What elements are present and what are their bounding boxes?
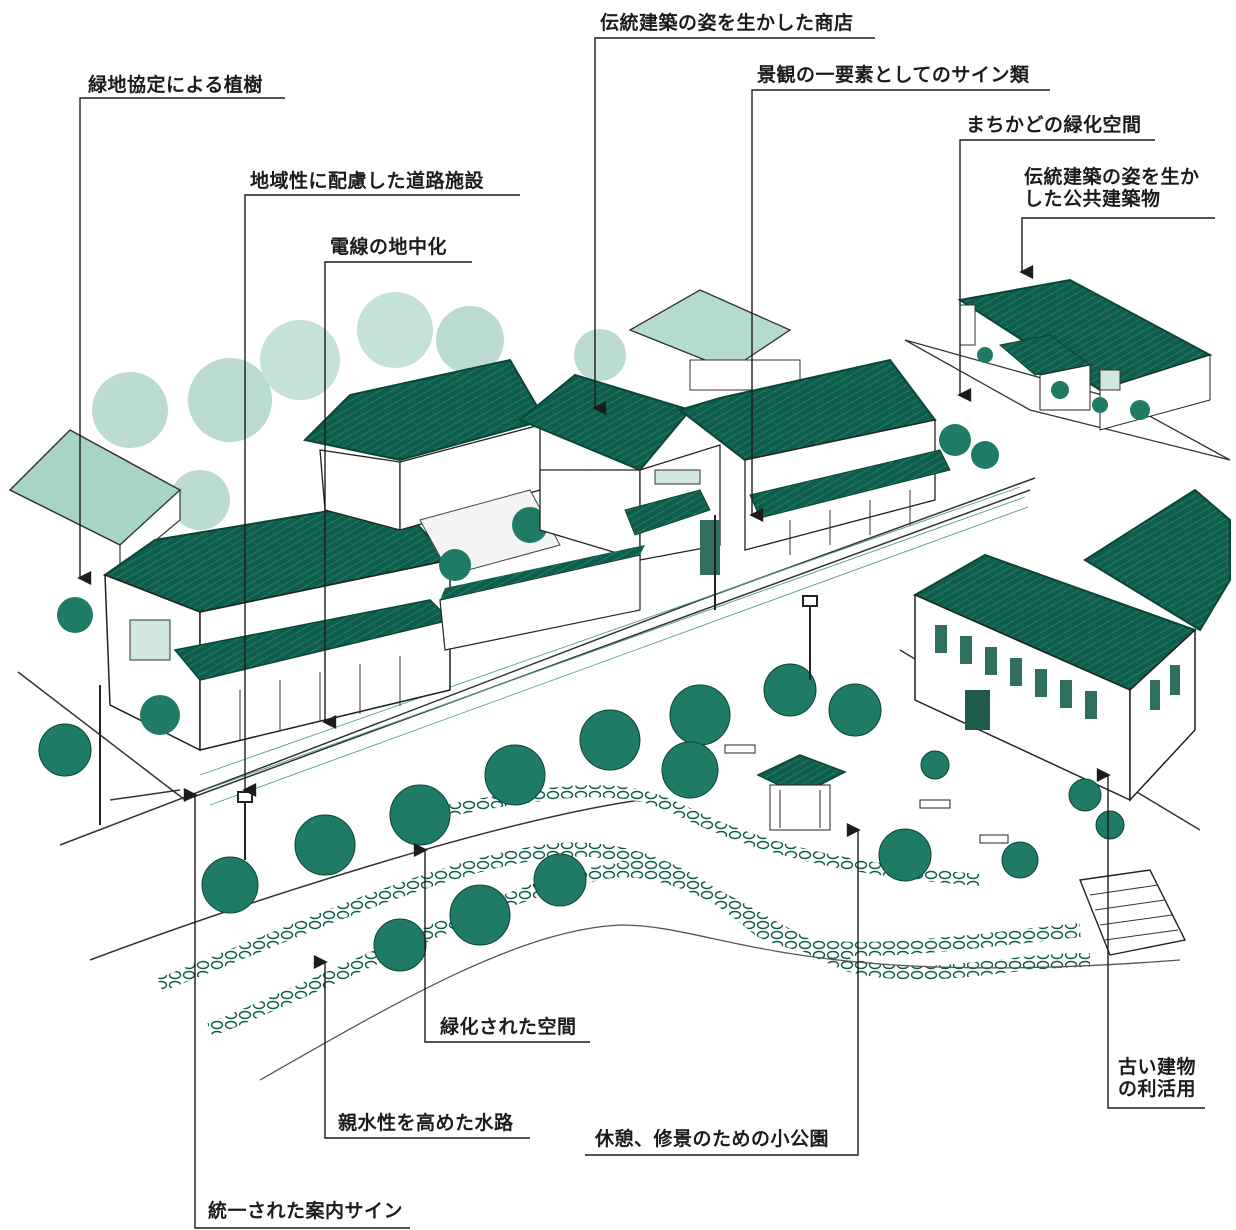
street-lamps xyxy=(99,515,818,860)
shophouse-center-left xyxy=(302,358,547,531)
building-upper-left xyxy=(8,429,182,572)
bridge xyxy=(1079,869,1187,956)
courtyard xyxy=(419,489,561,581)
label-waterway: 親水性を高めた水路 xyxy=(338,1112,514,1134)
pavilion xyxy=(756,754,847,831)
background-trees xyxy=(92,292,626,530)
label-old-building-reuse: 古い建物 の利活用 xyxy=(1118,1056,1196,1100)
label-greening-agreement: 緑地協定による植樹 xyxy=(88,74,263,96)
benches xyxy=(724,744,1009,844)
label-corner-green-space: まちかどの緑化空間 xyxy=(966,114,1142,136)
park-trees xyxy=(38,663,1125,972)
building-top-center xyxy=(628,289,801,391)
shophouse-right xyxy=(677,358,951,555)
label-road-facilities: 地域性に配慮した道路施設 xyxy=(250,170,485,192)
street-trees-row xyxy=(57,424,999,735)
shop-traditional-center xyxy=(518,373,721,575)
label-unified-guide-sign: 統一された案内サイン xyxy=(208,1200,404,1222)
old-building-right xyxy=(912,488,1231,802)
label-public-building: 伝統建築の姿を生か した公共建築物 xyxy=(1024,166,1200,210)
label-traditional-shops: 伝統建築の姿を生かした商店 xyxy=(600,12,854,34)
label-signage: 景観の一要素としてのサイン類 xyxy=(757,64,1030,86)
white-wall xyxy=(439,545,645,651)
sidewalk xyxy=(199,486,1029,806)
public-building-top-right xyxy=(904,278,1231,461)
label-greened-space: 緑化された空間 xyxy=(440,1016,577,1038)
leader-lines xyxy=(77,37,1215,1229)
label-old-building-line1: 古い建物 xyxy=(1118,1056,1197,1078)
label-underground-wires: 電線の地中化 xyxy=(330,236,448,258)
label-public-building-line2: した公共建築物 xyxy=(1024,188,1161,210)
label-public-building-line1: 伝統建築の姿を生か xyxy=(1024,166,1200,188)
label-old-building-line2: の利活用 xyxy=(1118,1078,1197,1100)
label-small-park: 休憩、修景のための小公園 xyxy=(595,1128,830,1150)
